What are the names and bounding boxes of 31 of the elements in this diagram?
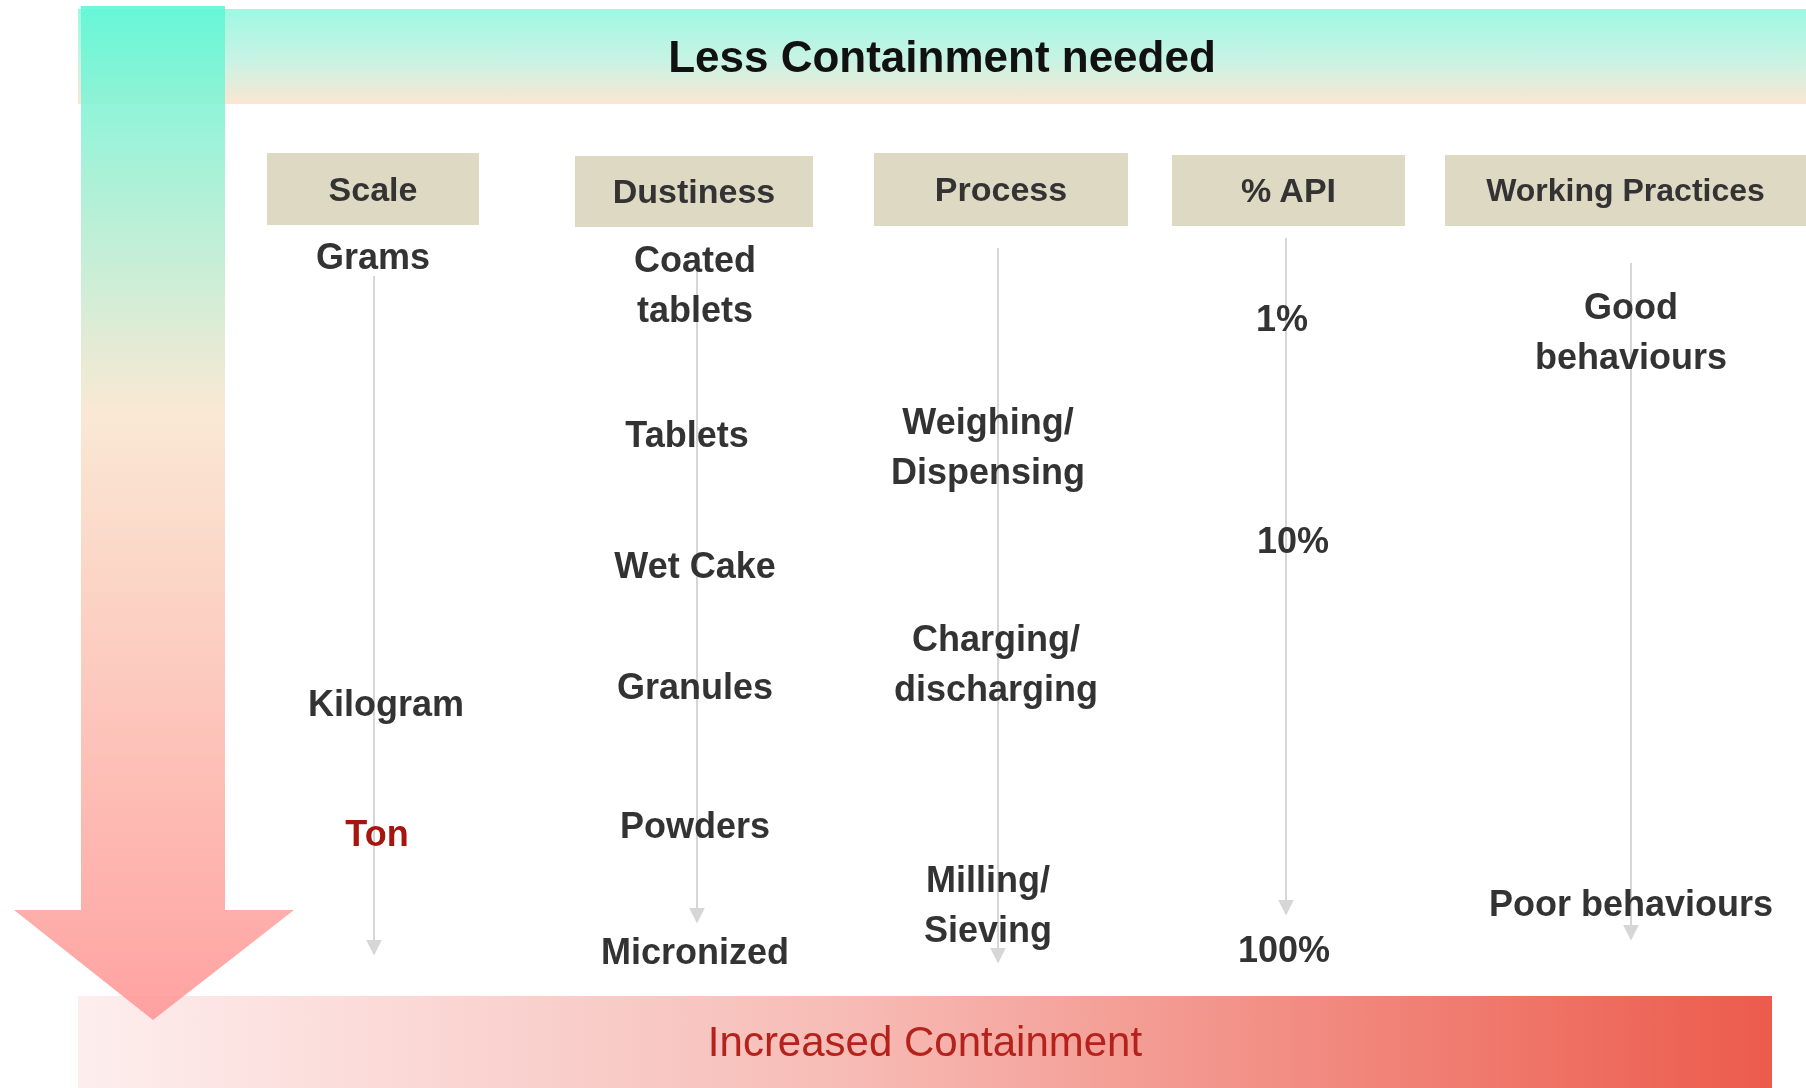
column-item-text: 10% (1256, 518, 1330, 563)
column-item-text: Micronized (601, 929, 789, 974)
column-item-text: 100% (1237, 927, 1331, 972)
column-item-text: Coated tablets (633, 237, 757, 332)
column-item-text: Ton (345, 811, 409, 856)
column-item-text: Weighing/ Dispensing (890, 399, 1086, 494)
header-text: Dustiness (612, 172, 776, 211)
banner-text: Increased Containment (707, 1018, 1143, 1066)
column-item-text: Tablets (625, 412, 749, 457)
header-text: % API (1240, 171, 1337, 210)
column-item-text: 1% (1256, 296, 1308, 341)
column-item-text: Charging/ discharging (893, 616, 1099, 711)
banner (78, 996, 1772, 1088)
column-item-text: Grams (315, 234, 431, 279)
column-item-text: Powders (620, 803, 770, 848)
column-header (575, 156, 813, 227)
header-text: Process (934, 170, 1068, 209)
column-item-text: Good behaviours (1533, 284, 1729, 379)
header-text: Working Practices (1486, 172, 1765, 209)
banner (78, 9, 1806, 104)
header-text: Scale (328, 169, 418, 209)
banner-text: Less Containment needed (668, 31, 1216, 82)
column-header (1445, 155, 1806, 226)
column-item-text: Kilogram (308, 681, 464, 726)
column-item-text: Wet Cake (614, 543, 776, 588)
column-item-text: Granules (616, 664, 774, 709)
column-header (874, 153, 1128, 226)
column-item-text: Poor behaviours (1488, 881, 1774, 926)
column-header (267, 153, 479, 225)
column-header (1172, 155, 1405, 226)
column-item-text: Milling/ Sieving (922, 857, 1053, 952)
